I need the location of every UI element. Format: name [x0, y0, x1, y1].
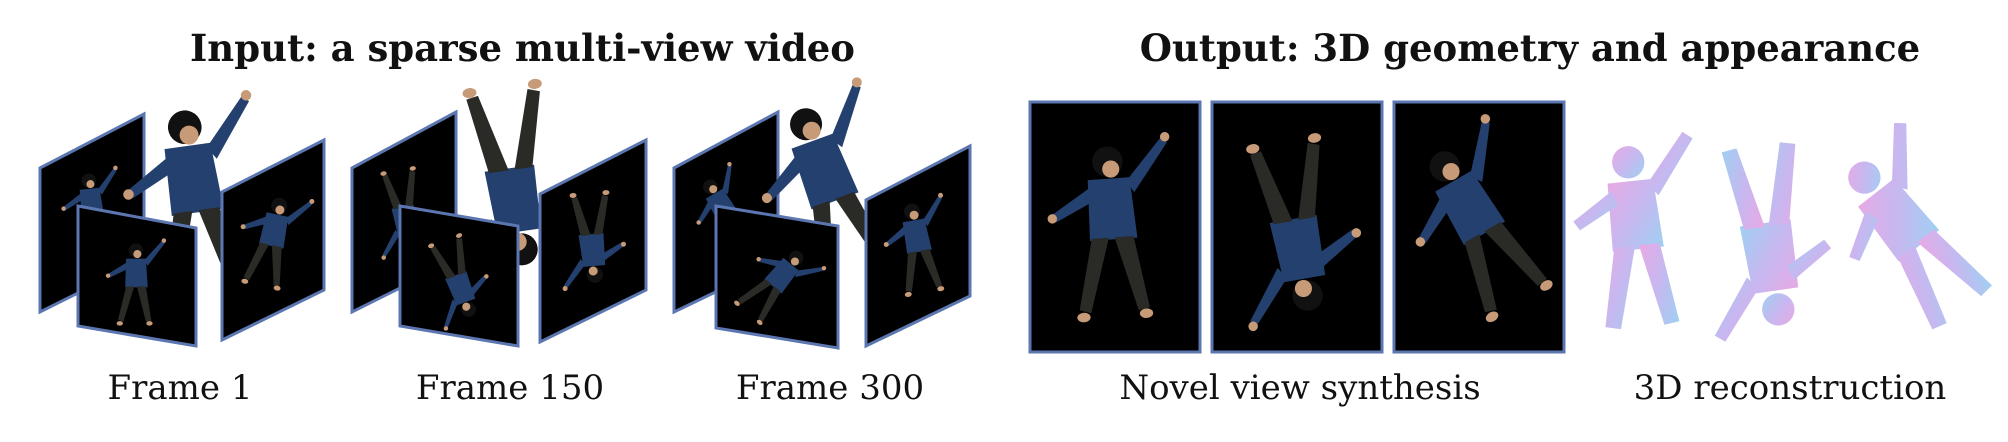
- reconstruction-meshes: [1565, 117, 2008, 346]
- input-heading: Input: a sparse multi-view video: [190, 26, 855, 70]
- frame-150-label: Frame 150: [415, 368, 605, 408]
- novel-view-panels: [1028, 100, 1580, 354]
- 3d-reconstruction-label: 3D reconstruction: [1633, 368, 1947, 408]
- mesh-2: [1689, 137, 1842, 344]
- output-heading: Output: 3D geometry and appearance: [1139, 26, 1921, 70]
- mesh-3: [1801, 117, 2008, 346]
- mesh-1: [1565, 130, 1712, 334]
- frame-300-label: Frame 300: [735, 368, 925, 408]
- novel-view-synthesis-label: Novel view synthesis: [1119, 368, 1481, 408]
- frame-group-150: [350, 74, 648, 348]
- frame-group-1: [38, 89, 326, 348]
- frame-group-300: [672, 75, 972, 350]
- frame-1-label: Frame 1: [107, 368, 253, 408]
